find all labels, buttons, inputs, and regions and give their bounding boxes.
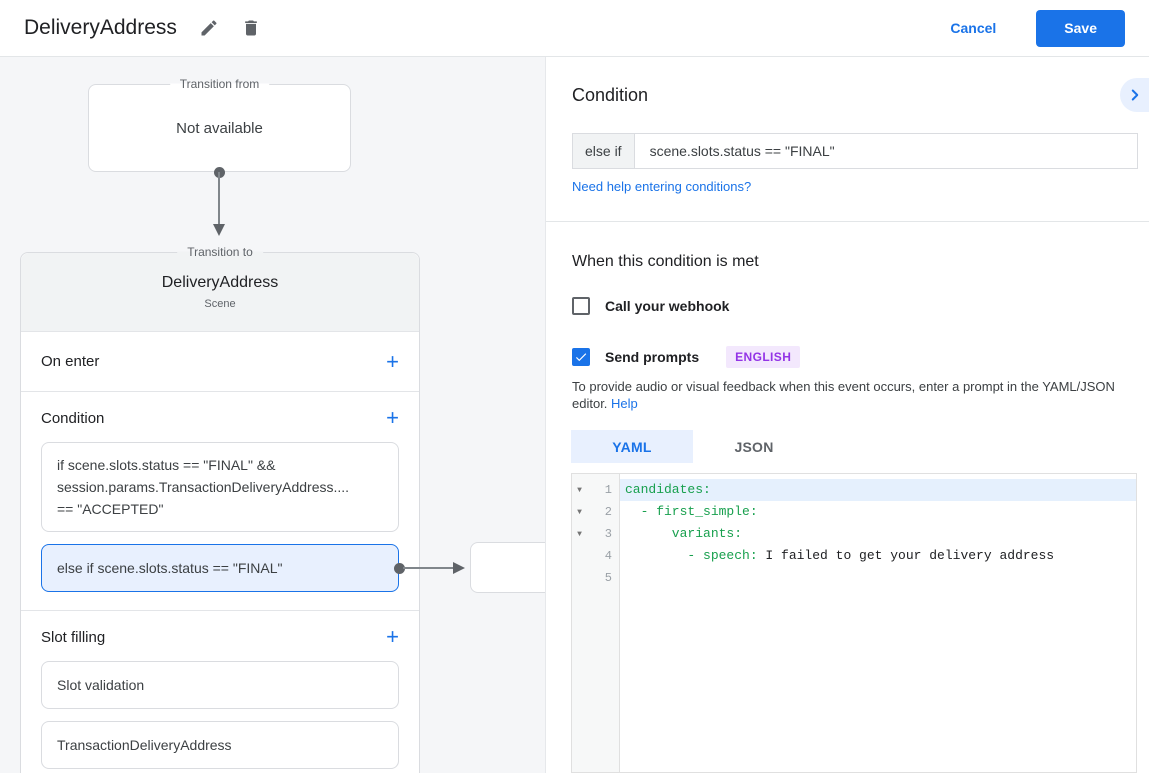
- panel-title: Condition: [572, 85, 649, 105]
- panel-divider: [546, 221, 1149, 222]
- editor-gutter: ▼ 1 ▼ 2 ▼ 3 4 5: [572, 474, 620, 772]
- fold-arrow-icon[interactable]: ▼: [577, 485, 582, 495]
- slot-filling-label: Slot filling: [41, 628, 106, 646]
- condition-prefix-label: else if: [573, 134, 635, 168]
- scene-card-header: DeliveryAddress Scene: [21, 253, 419, 331]
- send-prompts-checkbox[interactable]: [572, 348, 590, 366]
- scene-name: DeliveryAddress: [161, 274, 279, 291]
- hint-sentence: To provide audio or visual feedback when…: [572, 379, 1115, 411]
- connector-arrowhead-icon: [453, 562, 465, 574]
- conditions-help-link[interactable]: Need help entering conditions?: [572, 179, 752, 194]
- code-line-2: - first_simple:: [620, 501, 1136, 523]
- condition-item-1[interactable]: if scene.slots.status == "FINAL" && sess…: [41, 442, 399, 532]
- code-line-4: - speech: I failed to get your delivery …: [620, 545, 1136, 567]
- connector-dot: [394, 563, 405, 574]
- yaml-code-editor[interactable]: ▼ 1 ▼ 2 ▼ 3 4 5 candidates: - first_simple:…: [571, 473, 1137, 773]
- code-line-1: candidates:: [620, 479, 1136, 501]
- page-title: DeliveryAddress: [24, 16, 177, 39]
- cancel-button[interactable]: Cancel: [950, 20, 997, 36]
- webhook-label: Call your webhook: [605, 298, 730, 314]
- transition-from-label: Transition from: [169, 77, 270, 91]
- yaml-value: I failed to get your delivery address: [757, 548, 1055, 563]
- when-condition-met-title: When this condition is met: [572, 253, 759, 270]
- scene-diagram-panel: Transition from Not available Transition…: [0, 57, 546, 773]
- yaml-key: - speech:: [625, 548, 758, 563]
- top-bar: DeliveryAddress Cancel Save: [0, 0, 1149, 57]
- tab-json[interactable]: JSON: [734, 438, 774, 455]
- condition-editor-panel: Condition else if Need help entering con…: [546, 57, 1149, 773]
- checkmark-icon: [575, 353, 587, 362]
- yaml-key: variants:: [625, 526, 743, 541]
- editor-code-area[interactable]: candidates: - first_simple: variants: - …: [620, 474, 1136, 772]
- condition-expression-input[interactable]: [634, 134, 1137, 168]
- condition-2-text: else if scene.slots.status == "FINAL": [57, 560, 283, 576]
- add-condition-icon[interactable]: +: [386, 405, 399, 430]
- slot-item-validation[interactable]: Slot validation: [41, 661, 399, 709]
- code-line-3: variants:: [620, 523, 1136, 545]
- flow-arrowhead-icon: [213, 224, 225, 236]
- on-enter-label: On enter: [41, 353, 100, 370]
- webhook-checkbox[interactable]: [572, 297, 590, 315]
- fold-arrow-icon[interactable]: ▼: [577, 529, 582, 539]
- on-enter-section: On enter +: [21, 331, 419, 391]
- condition-section-label: Condition: [41, 409, 105, 427]
- transition-to-card: Transition to DeliveryAddress Scene On e…: [20, 245, 545, 773]
- condition-item-2-selected[interactable]: else if scene.slots.status == "FINAL": [41, 542, 545, 593]
- yaml-key: candidates:: [625, 482, 711, 497]
- collapse-panel-button[interactable]: [1120, 78, 1149, 112]
- line-number: 4: [604, 549, 612, 563]
- transition-to-label: Transition to: [177, 245, 263, 259]
- condition-1-line: == "ACCEPTED": [57, 501, 164, 517]
- send-prompts-label: Send prompts: [605, 349, 700, 365]
- slot-item-transaction-delivery-address[interactable]: TransactionDeliveryAddress: [41, 721, 399, 769]
- yaml-key: - first_simple:: [625, 504, 758, 519]
- scene-type-label: Scene: [204, 298, 236, 310]
- send-prompts-checkbox-row[interactable]: Send prompts ENGLISH: [572, 346, 801, 368]
- add-on-enter-icon[interactable]: +: [386, 348, 399, 374]
- webhook-checkbox-row[interactable]: Call your webhook: [572, 297, 729, 315]
- condition-input-row: else if: [572, 133, 1138, 169]
- save-button[interactable]: Save: [1036, 9, 1125, 47]
- slot-filling-section: Slot filling + Slot validation Transacti…: [21, 610, 419, 773]
- line-number: 1: [604, 483, 612, 497]
- editor-hint-text: To provide audio or visual feedback when…: [572, 378, 1140, 412]
- condition-1-line: if scene.slots.status == "FINAL" &&: [57, 457, 276, 473]
- code-line-5: [620, 567, 1136, 589]
- transition-target-box: [470, 542, 545, 593]
- edit-icon[interactable]: [199, 18, 219, 38]
- add-slot-icon[interactable]: +: [386, 624, 399, 649]
- editor-format-tabs: YAML JSON: [571, 430, 815, 463]
- hint-help-link[interactable]: Help: [611, 396, 638, 411]
- language-badge: ENGLISH: [726, 346, 801, 368]
- line-number: 5: [604, 571, 612, 585]
- line-number: 3: [604, 527, 612, 541]
- condition-section: Condition + if scene.slots.status == "FI…: [21, 391, 545, 610]
- line-number: 2: [604, 505, 612, 519]
- fold-arrow-icon[interactable]: ▼: [577, 507, 582, 517]
- transition-from-content: Not available: [176, 119, 263, 137]
- connector-line: [403, 567, 455, 569]
- transition-from-box: Transition from Not available: [88, 77, 351, 172]
- delete-icon[interactable]: [241, 18, 261, 38]
- chevron-right-icon: [1131, 89, 1138, 101]
- condition-1-line: session.params.TransactionDeliveryAddres…: [57, 479, 350, 495]
- tab-yaml[interactable]: YAML: [571, 430, 693, 463]
- flow-connector-line: [218, 172, 220, 225]
